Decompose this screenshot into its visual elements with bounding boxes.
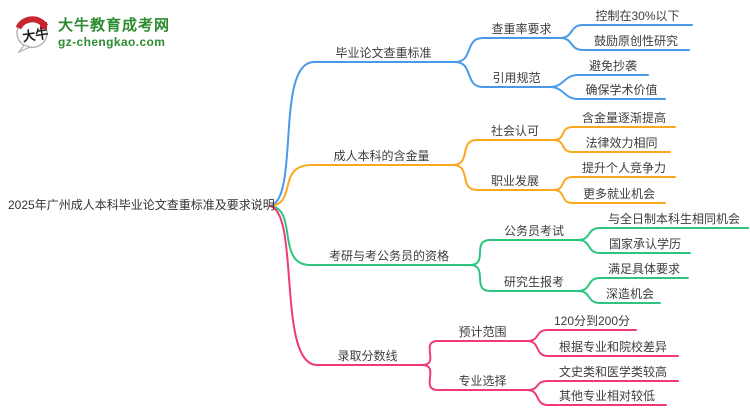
- curve-leaf-3b2: [577, 290, 661, 304]
- branch-node-3: 考研与考公务员的资格: [328, 249, 449, 263]
- leaf-node-3a1: 与全日制本科生相同机会: [607, 212, 740, 226]
- curve-leaf-4b2: [526, 389, 667, 406]
- curve-leaf-1a2: [559, 37, 690, 51]
- curve-sub-3b: [469, 264, 579, 292]
- leaf-node-1a2: 鼓励原创性研究: [593, 34, 678, 48]
- curve-branch-1: [269, 61, 456, 207]
- sub-node-2b: 职业发展: [490, 174, 539, 188]
- curve-branch-2: [269, 164, 454, 207]
- curve-sub-1b: [454, 61, 551, 88]
- leaf-node-1a1: 控制在30%以下: [595, 9, 680, 23]
- leaf-node-2a1: 含金量逐渐提高: [581, 111, 666, 125]
- leaf-node-4b1: 文史类和医学类较高: [558, 365, 667, 379]
- branch-node-4: 录取分数线: [337, 349, 398, 363]
- leaf-node-4b2: 其他专业相对较低: [558, 389, 655, 403]
- red-seal: [40, 22, 47, 29]
- curve-leaf-2b2: [552, 189, 666, 204]
- logo-site-name: 大牛教育成考网: [58, 17, 171, 34]
- curve-sub-3a: [469, 239, 579, 266]
- curve-sub-4b: [421, 364, 528, 391]
- sub-node-4a: 预计范围: [458, 325, 507, 339]
- speech-bubble-tail: [17, 44, 32, 53]
- sub-node-3a: 公务员考试: [503, 224, 564, 238]
- leaf-node-2a2: 法律效力相同: [585, 136, 658, 150]
- curve-leaf-4a2: [526, 340, 679, 357]
- leaf-node-2b1: 提升个人竞争力: [581, 161, 666, 175]
- curve-branch-3: [269, 205, 471, 266]
- curve-sub-4a: [421, 340, 528, 366]
- sub-node-1a: 查重率要求: [491, 22, 552, 36]
- leaf-node-4a1: 120分到200分: [553, 314, 631, 328]
- curve-leaf-1b2: [549, 86, 666, 100]
- curve-sub-2b: [452, 164, 554, 191]
- leaf-node-2b2: 更多就业机会: [582, 187, 655, 201]
- leaf-node-1b2: 确保学术价值: [585, 83, 658, 97]
- sub-node-2a: 社会认可: [490, 124, 539, 138]
- curve-sub-1a: [454, 37, 561, 63]
- logo-text-block: 大牛教育成考网 gz-chengkao.com: [58, 17, 170, 49]
- curve-leaf-2a2: [552, 139, 671, 153]
- curve-sub-2a: [452, 139, 554, 166]
- daniu-bull-speech-bubble-icon: 大牛: [15, 16, 49, 53]
- curve-leaf-3a2: [577, 239, 691, 254]
- branch-node-1: 毕业论文查重标准: [335, 46, 432, 60]
- leaf-node-3b2: 深造机会: [605, 287, 654, 301]
- sub-node-3b: 研究生报考: [503, 275, 564, 289]
- logo-domain: gz-chengkao.com: [58, 35, 166, 49]
- sub-node-4b: 专业选择: [458, 374, 507, 388]
- logo-icon-text: 大牛: [21, 26, 49, 44]
- root-node: 2025年广州成人本科毕业论文查重标准及要求说明: [8, 198, 275, 212]
- leaf-node-3a2: 国家承认学历: [608, 237, 681, 251]
- branch-node-2: 成人本科的含金量: [333, 149, 430, 163]
- curve-branch-4: [269, 205, 423, 366]
- leaf-node-3b1: 满足具体要求: [607, 262, 680, 276]
- leaf-node-4a2: 根据专业和院校差异: [558, 340, 667, 354]
- sub-node-1b: 引用规范: [492, 71, 541, 85]
- leaf-node-1b1: 避免抄袭: [588, 59, 637, 73]
- site-logo[interactable]: 大牛 大牛教育成考网 gz-chengkao.com: [13, 13, 170, 53]
